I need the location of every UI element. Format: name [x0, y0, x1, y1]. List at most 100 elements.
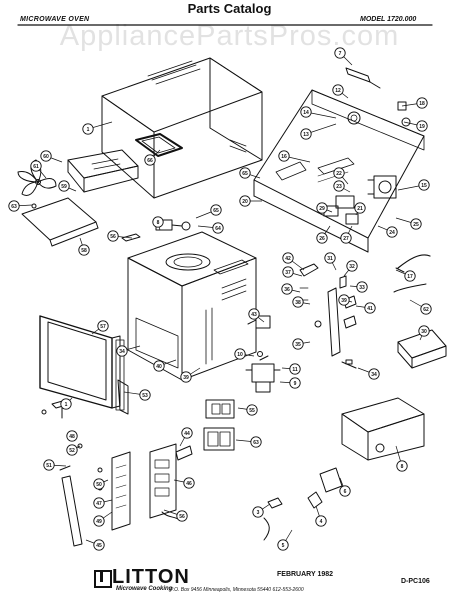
callout-circle [420, 303, 432, 315]
callout-number: 50 [96, 482, 102, 488]
callout-number: 1 [65, 402, 68, 408]
callout-circle [364, 302, 376, 314]
document-code: D-PC106 [401, 578, 430, 585]
callout-number: 51 [46, 463, 52, 469]
magnetron [245, 355, 281, 393]
escutcheon [175, 445, 193, 461]
part-callout-33: 33 [349, 281, 368, 293]
part-callout-34: 34 [116, 345, 141, 357]
part-callout-26: 26 [316, 225, 331, 244]
callout-number: 6 [344, 489, 347, 495]
callout-number: 65 [242, 171, 248, 177]
callout-number: 53 [142, 393, 148, 399]
callout-number: 20 [242, 199, 248, 205]
callout-number: 23 [336, 184, 342, 190]
callout-circle [97, 320, 109, 332]
callout-circle [93, 497, 105, 509]
callout-circle [8, 200, 20, 212]
callout-circle [277, 539, 289, 551]
callout-number: 55 [249, 408, 255, 414]
callout-circle [416, 97, 428, 109]
callout-number: 17 [407, 274, 413, 280]
part-callout-31: 31 [324, 252, 337, 271]
callout-number: 37 [285, 270, 291, 276]
part-callout-53: 53 [123, 389, 151, 401]
callout-number: 64 [215, 226, 221, 232]
callout-circle [386, 226, 398, 238]
part-callout-4: 4 [315, 505, 327, 527]
callout-circle [368, 368, 380, 380]
part-callout-46: 46 [173, 477, 195, 489]
oven-cavity [127, 231, 257, 381]
fan-motor-bracket [67, 149, 139, 193]
callout-number: 15 [421, 183, 427, 189]
brand-tagline: Microwave Cooking [116, 586, 173, 592]
callout-number: 35 [295, 342, 301, 348]
callout-number: 9 [294, 381, 297, 387]
part-callout-45: 45 [85, 539, 105, 551]
callout-number: 57 [100, 324, 106, 330]
callout-number: 62 [423, 307, 429, 313]
callout-circle [66, 444, 78, 456]
callout-circle [43, 459, 55, 471]
callout-circle [332, 84, 344, 96]
callout-number: 8 [401, 464, 404, 470]
switch-block [203, 399, 235, 451]
callout-number: 7 [339, 51, 342, 57]
callout-circle [300, 106, 312, 118]
part-callout-14: 14 [300, 106, 337, 119]
callout-number: 66 [147, 158, 153, 164]
callout-circle [340, 232, 352, 244]
part-callout-39: 39 [338, 294, 353, 306]
part-callout-11: 11 [281, 363, 301, 375]
callout-circle [334, 47, 346, 59]
part-callout-49: 49 [93, 511, 113, 527]
callout-number: 22 [336, 171, 342, 177]
clip-part [121, 233, 141, 242]
part-callout-19: 19 [403, 120, 428, 132]
callout-number: 11 [292, 367, 298, 373]
callout-number: 39 [341, 298, 347, 304]
small-hardware [41, 267, 405, 415]
callout-circle [250, 436, 262, 448]
part-callout-58: 58 [78, 237, 90, 256]
callout-number: 34 [371, 372, 377, 378]
fan-shroud [21, 197, 99, 247]
part-callout-12: 12 [332, 84, 349, 99]
part-callout-65: 65 [195, 204, 222, 219]
part-callout-38: 38 [292, 296, 311, 308]
callout-number: 24 [389, 230, 395, 236]
callout-number: 18 [419, 101, 425, 107]
callout-circle [180, 371, 192, 383]
callout-circle [333, 167, 345, 179]
callout-number: 59 [61, 184, 67, 190]
callout-circle [66, 430, 78, 442]
callout-circle [292, 338, 304, 350]
callout-number: 36 [284, 287, 290, 293]
callout-circle [246, 404, 258, 416]
part-callout-66: 66 [144, 149, 161, 166]
callout-number: 49 [96, 519, 102, 525]
part-callout-8: 8 [152, 216, 164, 231]
door-latch-hook [117, 379, 129, 415]
callout-circle [58, 180, 70, 192]
callout-number: 39 [183, 375, 189, 381]
part-callout-21: 21 [354, 202, 366, 216]
part-callout-64: 64 [197, 222, 224, 234]
part-callout-20: 20 [239, 195, 262, 207]
callout-circle [30, 160, 42, 172]
page-title: Parts Catalog [187, 1, 272, 16]
callout-number: 10 [237, 352, 243, 358]
callout-number: 5 [282, 543, 285, 549]
door-assembly [39, 315, 125, 411]
callout-circle [316, 232, 328, 244]
callout-number: 40 [156, 364, 162, 370]
callout-circle [324, 252, 336, 264]
callout-circle [78, 244, 90, 256]
part-callout-47: 47 [93, 497, 113, 509]
part-callout-16: 16 [278, 150, 311, 163]
callouts-layer: 1606166596358568656471214131819166520222… [8, 47, 432, 551]
callout-circle [116, 345, 128, 357]
